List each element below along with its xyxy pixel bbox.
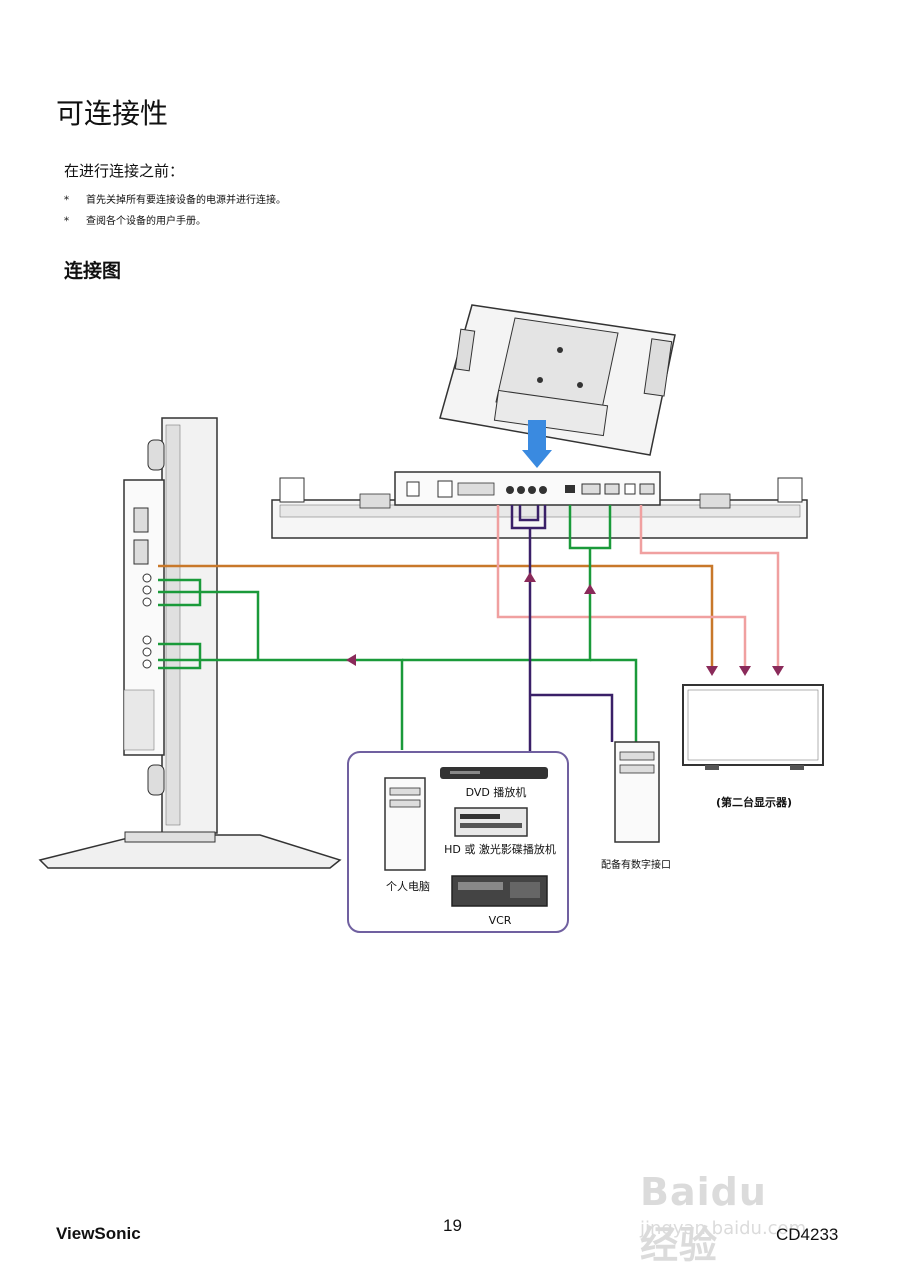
footer-brand: ViewSonic <box>56 1224 141 1243</box>
note-item: * 首先关掉所有要连接设备的电源并进行连接。 <box>64 191 286 206</box>
note-text: 查阅各个设备的用户手册。 <box>86 216 206 227</box>
dvd-player-icon <box>440 767 548 779</box>
note-text: 首先关掉所有要连接设备的电源并进行连接。 <box>86 195 286 206</box>
pc-tower-icon <box>384 777 426 871</box>
before-connect-heading: 在进行连接之前： <box>64 162 185 180</box>
digital-pc-icon <box>614 741 660 843</box>
green-cable-4 <box>158 590 260 660</box>
bullet: * <box>64 195 69 206</box>
watermark-logo: Baidu经验 <box>640 1170 767 1267</box>
hd-laser-label: HD 或 激光影碟播放机 <box>444 842 556 856</box>
monitor-connector-panel <box>271 471 808 539</box>
page-number: 19 <box>443 1216 462 1235</box>
orange-cable <box>158 564 714 668</box>
dvd-label: DVD 播放机 <box>466 785 527 799</box>
note-item: * 查阅各个设备的用户手册。 <box>64 212 206 227</box>
bullet: * <box>64 216 69 227</box>
pink-cable-2 <box>639 505 780 668</box>
diagram-heading: 连接图 <box>64 260 122 282</box>
laser-disc-player-icon <box>454 807 528 837</box>
page-title: 可连接性 <box>56 97 169 130</box>
purple-cable-2 <box>518 505 540 522</box>
monitor-side-view <box>38 417 342 869</box>
green-cable-6 <box>590 658 638 742</box>
watermark-url: jingyan.baidu.com <box>640 1218 807 1239</box>
second-monitor-label: (第二台显示器) <box>716 795 792 809</box>
monitor-rear-view <box>439 304 676 456</box>
purple-cable <box>510 505 547 530</box>
purple-cable-4 <box>530 693 614 742</box>
pc-label: 个人电脑 <box>386 880 430 893</box>
vcr-label: VCR <box>489 914 512 927</box>
vcr-icon <box>451 875 548 907</box>
down-arrow-icon <box>522 420 552 468</box>
digital-pc-label: 配备有数字接口 <box>601 858 671 871</box>
footer-model: CD4233 <box>776 1225 839 1244</box>
green-cable-3 <box>158 642 202 670</box>
pink-cable-1 <box>496 505 747 668</box>
second-monitor-icon <box>682 684 824 770</box>
arrow-icons <box>346 572 784 676</box>
